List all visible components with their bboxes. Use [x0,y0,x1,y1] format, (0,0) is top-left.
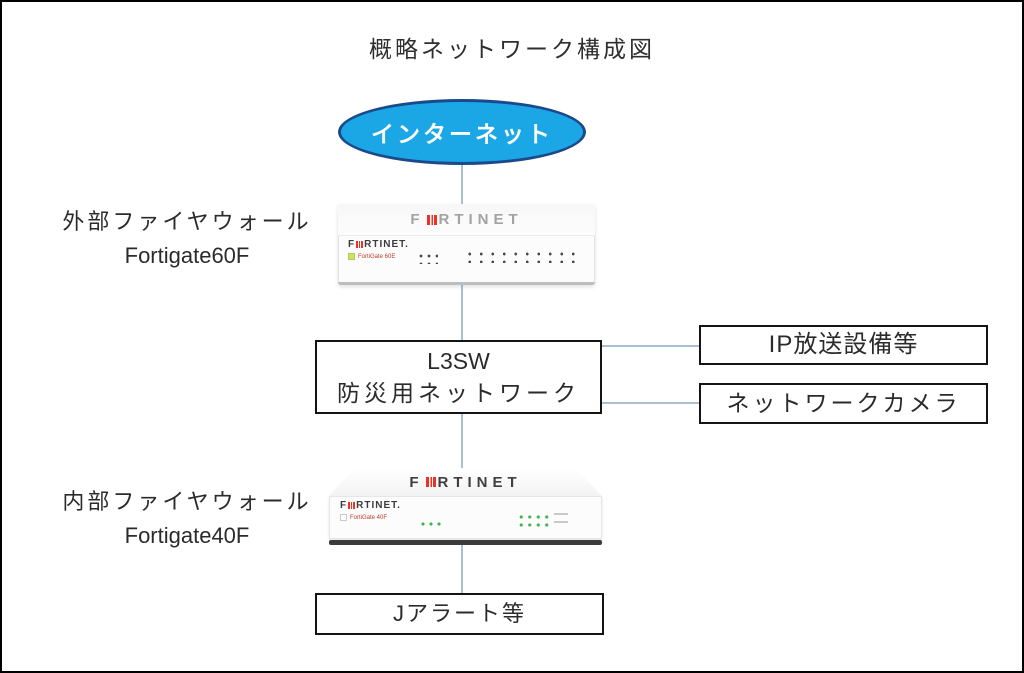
status-led [340,514,347,521]
connector-fw60-to-l3sw [461,285,463,340]
external-firewall-label: 外部ファイヤウォール Fortigate60F [42,205,332,273]
connector-l3sw-to-fw40 [461,414,463,468]
brand-suffix: RTINET. [356,500,401,511]
connector-l3sw-to-ip-broadcast [602,345,699,347]
external-firewall-label-line1: 外部ファイヤウォール [62,209,312,234]
internal-firewall-label-line2: Fortigate40F [124,523,250,549]
fw40-front-panel: F RTINET. FortiGate 40F [329,496,602,539]
brand-suffix: RTINET [438,211,523,228]
fw60-port-led-grid [462,248,578,263]
fortinet-logo-embossed: F RTINET [409,474,521,491]
fw60-front-panel: F RTINET. FortiGate 60E [338,236,595,281]
fw40-port-labels [554,510,576,526]
fw40-front-logo: F RTINET. FortiGate 40F [340,500,401,521]
external-firewall-label-line2: Fortigate60F [124,243,250,269]
l3sw-label-line2: 防災用ネットワーク [337,380,580,406]
network-camera-label: ネットワークカメラ [726,390,961,417]
fortinet-gate-icon [356,241,364,248]
fortinet-gate-icon [348,502,356,509]
fortinet-gate-icon [426,214,437,225]
brand-prefix: F [340,500,348,511]
diagram-title: 概略ネットワーク構成図 [369,36,655,62]
connector-l3sw-to-camera [602,402,699,404]
brand-suffix: RTINET. [364,239,409,250]
ip-broadcast-box: IP放送設備等 [699,325,988,365]
status-led [348,253,355,260]
fw40-model-label: FortiGate 40F [350,514,388,521]
internal-firewall-label-line1: 内部ファイヤウォール [62,489,312,514]
l3sw-label-line1: L3SW [427,347,490,374]
internal-firewall-device: F RTINET F RTINET. FortiGate 40F [329,468,602,545]
fw40-port-led-grid [516,511,552,527]
internet-node: インターネット [338,99,586,165]
fw40-top-face: F RTINET [329,468,602,496]
ip-broadcast-label: IP放送設備等 [768,331,919,359]
fw60-base [338,282,595,285]
internet-label: インターネット [371,121,553,147]
internal-firewall-label: 内部ファイヤウォール Fortigate40F [42,485,332,553]
fw60-model-label: FortiGate 60E [358,253,396,260]
brand-prefix: F [348,239,356,250]
external-firewall-device: F RTINET F RTINET. FortiGate 60E [338,204,595,285]
brand-suffix: RTINET [437,473,522,491]
fw60-top-face: F RTINET [338,204,595,236]
fw40-base [329,540,602,545]
brand-prefix: F [410,211,425,228]
fw60-console-leds [416,251,438,264]
j-alert-box: Jアラート等 [315,593,604,635]
fw40-console-leds [418,519,444,528]
j-alert-label: Jアラート等 [392,600,526,626]
l3sw-box: L3SW 防災用ネットワーク [315,340,602,414]
network-camera-box: ネットワークカメラ [699,383,988,424]
fw60-front-logo: F RTINET. FortiGate 60E [348,239,409,260]
brand-prefix: F [409,473,424,491]
connector-internet-to-fw60 [461,165,463,204]
fortinet-logo-embossed: F RTINET [410,211,522,228]
connector-fw40-to-jalert [461,545,463,593]
fortinet-gate-icon [425,477,436,487]
